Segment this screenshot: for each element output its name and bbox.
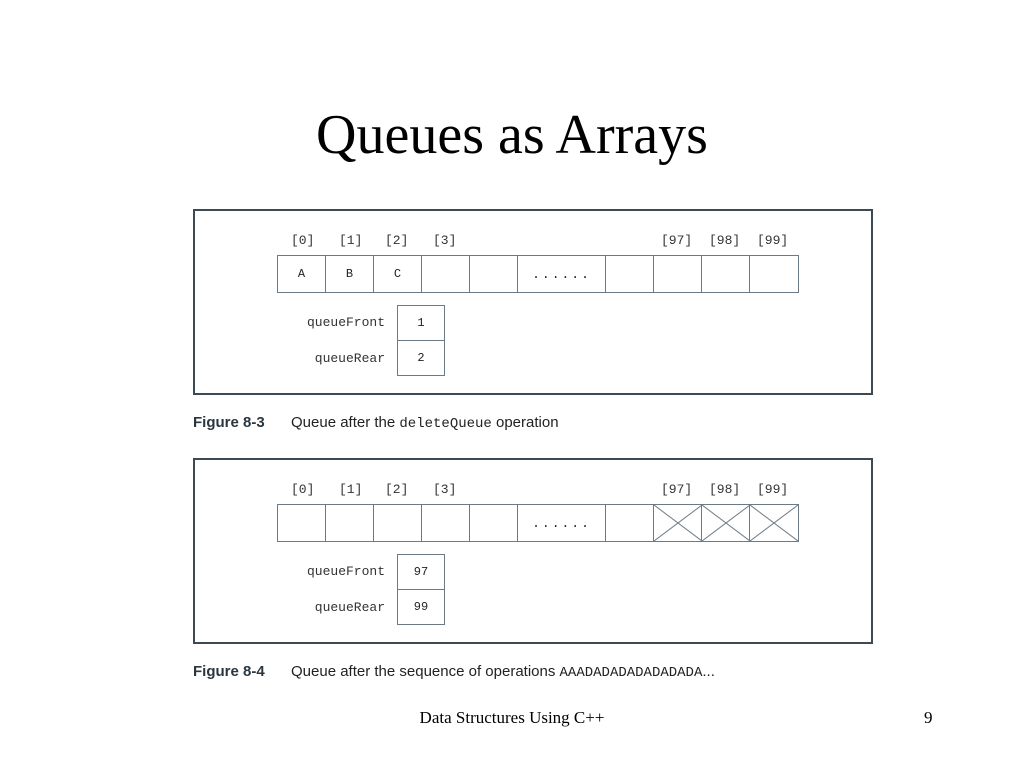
caption-code: deleteQueue: [399, 416, 492, 432]
array-ellipsis-cell: ......: [518, 256, 606, 292]
array-cell: B: [326, 256, 374, 292]
array-cell: [470, 256, 518, 292]
array-cell: [606, 256, 654, 292]
index-label-99: [99]: [757, 233, 789, 248]
cell-cross-mark: [750, 505, 798, 541]
index-label-98: [98]: [709, 482, 741, 497]
array-cell: C: [374, 256, 422, 292]
figure-8-3-frame: [0] [1] [2] [3] [97] [98] [99] A B C ...…: [193, 209, 873, 395]
index-label-1: [1]: [339, 233, 363, 248]
array-cell: [702, 505, 750, 541]
cross-line: [750, 505, 798, 541]
queue-array: ......: [277, 504, 799, 542]
caption-text: Queue after the: [291, 414, 400, 431]
queue-rear-label: queueRear: [314, 600, 385, 615]
cross-line: [702, 505, 750, 541]
array-cell: [470, 505, 518, 541]
index-label-97: [97]: [661, 482, 693, 497]
index-label-97: [97]: [661, 233, 693, 248]
cross-line: [654, 505, 702, 541]
array-cell: [374, 505, 422, 541]
array-cell: [702, 256, 750, 292]
figure-8-4-frame: [0] [1] [2] [3] [97] [98] [99] ...... qu…: [193, 458, 873, 644]
array-cell: [422, 505, 470, 541]
index-label-1: [1]: [339, 482, 363, 497]
page-number: 9: [924, 708, 933, 727]
cell-cross-mark: [702, 505, 750, 541]
cell-cross-mark: [654, 505, 702, 541]
index-label-0: [0]: [291, 482, 315, 497]
caption-figure-number: Figure 8-3: [193, 414, 265, 431]
figure-8-3-caption: Figure 8-3 Queue after the deleteQueue op…: [193, 414, 559, 432]
caption-tail: ...: [702, 663, 715, 680]
caption-tail: operation: [491, 414, 559, 431]
caption-text: Queue after the sequence of operations: [291, 663, 560, 680]
array-cell: [326, 505, 374, 541]
array-cell: [654, 505, 702, 541]
figure-8-4-caption: Figure 8-4 Queue after the sequence of op…: [193, 663, 715, 681]
queue-front-value: 1: [397, 305, 445, 341]
array-cell: [750, 256, 798, 292]
index-label-2: [2]: [385, 233, 409, 248]
slide-title: Queues as Arrays: [316, 104, 708, 166]
array-cell: A: [278, 256, 326, 292]
caption-code: AAADADADADADADADA: [559, 665, 703, 681]
array-cell: [654, 256, 702, 292]
queue-array: A B C ......: [277, 255, 799, 293]
index-label-3: [3]: [433, 482, 457, 497]
index-label-0: [0]: [291, 233, 315, 248]
index-label-99: [99]: [757, 482, 789, 497]
index-label-2: [2]: [385, 482, 409, 497]
array-cell: [606, 505, 654, 541]
queue-front-label: queueFront: [306, 564, 385, 579]
caption-figure-number: Figure 8-4: [193, 663, 265, 680]
queue-rear-value: 99: [397, 589, 445, 625]
index-label-98: [98]: [709, 233, 741, 248]
queue-front-label: queueFront: [306, 315, 385, 330]
queue-rear-label: queueRear: [314, 351, 385, 366]
queue-rear-value: 2: [397, 340, 445, 376]
index-label-3: [3]: [433, 233, 457, 248]
array-cell: [278, 505, 326, 541]
queue-front-value: 97: [397, 554, 445, 590]
array-cell: [750, 505, 798, 541]
slide-footer: Data Structures Using C++: [419, 708, 605, 727]
array-cell: [422, 256, 470, 292]
array-ellipsis-cell: ......: [518, 505, 606, 541]
